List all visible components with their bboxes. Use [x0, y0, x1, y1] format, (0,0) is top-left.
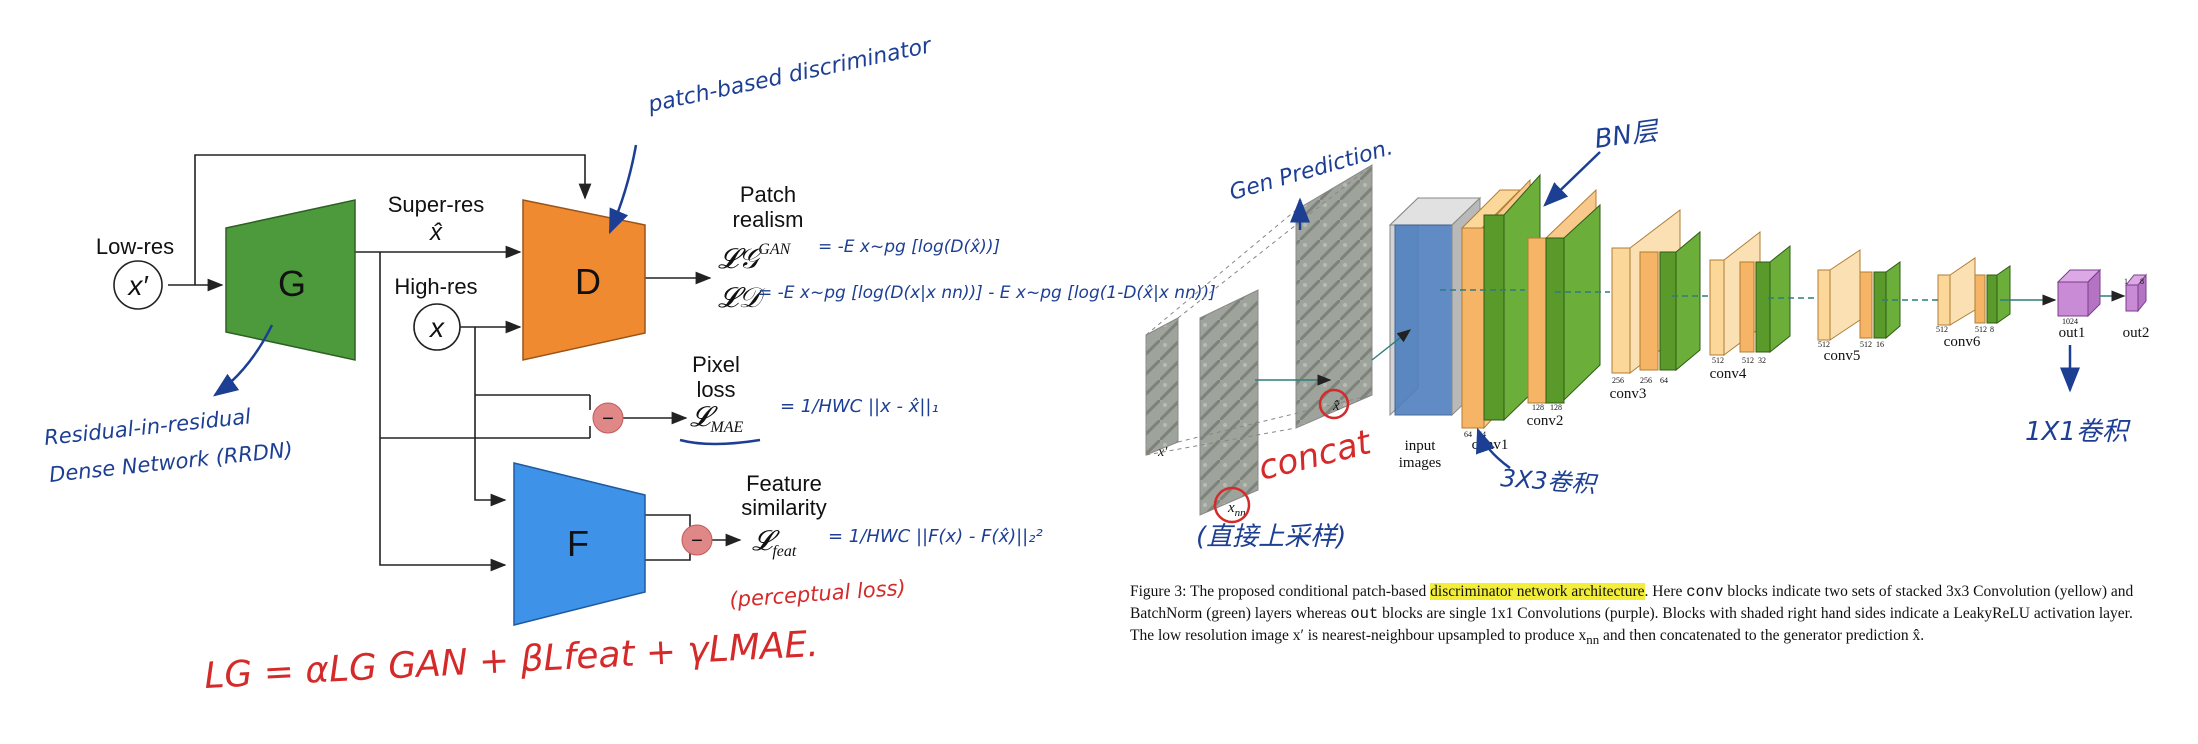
channel-label: 32: [1758, 356, 1766, 365]
generator-label: G: [278, 263, 306, 304]
x-hat-label: x̂: [1332, 398, 1340, 414]
super-res-label: Super-res: [388, 192, 485, 217]
conv5-block: [1817, 249, 1901, 341]
input-image-stack: x′ xnn x̂: [1145, 164, 1373, 519]
out1-label: out1: [2059, 325, 2086, 341]
patch-realism-line1: Patch: [740, 182, 796, 207]
stack-guides: [1145, 164, 1373, 456]
pixel-minus-sign: −: [602, 408, 614, 430]
conv3x3-note: 3X3卷积: [1500, 464, 1600, 499]
bn-layer-note: BN层: [1593, 116, 1663, 155]
left-diagram: x′ Low-res G Super-res x̂ High-res x D F…: [96, 154, 827, 626]
patch-realism-line2: realism: [733, 207, 804, 232]
x-hat-circle: [1318, 388, 1350, 420]
low-res-node: [113, 260, 163, 310]
feature-similarity-line2: similarity: [741, 495, 827, 520]
conv1x1-note: 1X1卷积: [2025, 417, 2131, 447]
d-formula-note: = -E x~pg [log(D(x|x nn))] - E x~pg [log…: [758, 283, 1216, 303]
loss-mae-symbol: 𝓛MAE: [690, 402, 743, 436]
rrdn-note-line1: Residual-in-residual: [43, 404, 252, 450]
conv6-block: [1937, 257, 2011, 326]
generator-prediction-image: [1295, 164, 1373, 429]
channel-label: 512: [1975, 325, 1987, 334]
channel-label: 64: [1464, 430, 1472, 439]
patch-based-discriminator-note: patch-based discriminator: [645, 33, 935, 118]
patch-disc-arrow: [608, 144, 638, 235]
bn-layer-arrow: [1543, 151, 1601, 207]
channel-label: 512: [1936, 325, 1948, 334]
conv6-label: conv6: [1944, 334, 1981, 350]
out2-label: out2: [2123, 325, 2150, 341]
feat-formula-note: = 1/HWC ||F(x) - F(x̂)||₂²: [828, 526, 1043, 547]
rrdn-arrow: [212, 324, 274, 397]
high-res-symbol: x: [428, 312, 445, 343]
feature-block: [513, 462, 646, 626]
loss-g-gan-symbol: 𝓛𝒢GAN: [718, 241, 792, 275]
discriminator-block: [522, 199, 646, 361]
upsample-note: (直接上采样): [1196, 522, 1346, 552]
handwritten-annotations-left: patch-based discriminator Residual-in-re…: [43, 33, 1216, 697]
right-diagram: x′ xnn x̂ input images: [1145, 164, 2150, 519]
channel-label: 256: [1612, 376, 1624, 385]
discriminator-label: D: [575, 261, 601, 302]
gan-formula-note: = -E x~pg [log(D(x̂))]: [818, 237, 1000, 257]
feature-similarity-line1: Feature: [746, 471, 822, 496]
conv5-label: conv5: [1824, 348, 1861, 364]
input-images-line2: images: [1399, 455, 1442, 471]
conv1-block: [1460, 173, 1541, 430]
mae-underline: [679, 438, 761, 446]
conv3x3-arrow: [1476, 427, 1511, 470]
high-res-node: [413, 303, 461, 351]
figure-caption: Figure 3: The proposed conditional patch…: [1130, 583, 2134, 648]
conv4-label: conv4: [1710, 366, 1747, 382]
channel-label: 512: [1860, 340, 1872, 349]
caption-highlight: discriminator network architecture: [1430, 583, 1645, 600]
out2-block: [2124, 273, 2148, 313]
pixel-loss-line2: loss: [696, 377, 735, 402]
channel-label: 8: [2140, 277, 2144, 286]
x-nn-label: xnn: [1227, 500, 1246, 519]
total-loss-note: LG = αLG GAN + βLfeat + γLMAE.: [203, 624, 819, 697]
channel-label: 512: [1742, 356, 1754, 365]
channel-label: 1024: [2062, 317, 2078, 326]
mae-formula-note: = 1/HWC ||x - x̂||₁: [780, 396, 939, 417]
channel-label: 1: [2124, 277, 2128, 286]
channel-label: 8: [1990, 325, 1994, 334]
channel-label: 16: [1876, 340, 1884, 349]
input-images-line1: input: [1405, 438, 1437, 454]
conv3-label: conv3: [1610, 386, 1647, 402]
channel-label: 128: [1550, 403, 1562, 412]
low-res-label: Low-res: [96, 234, 174, 259]
conv3-block: [1611, 208, 1701, 375]
channel-label: 64: [1660, 376, 1668, 385]
pixel-diff-node: [592, 402, 624, 434]
perceptual-loss-note: (perceptual loss): [729, 576, 907, 612]
x-nn-circle: [1213, 486, 1251, 524]
conv4-block: [1709, 230, 1791, 356]
super-res-symbol: x̂: [429, 219, 443, 246]
channel-label: 512: [1712, 356, 1724, 365]
loss-feat-symbol: 𝓛feat: [752, 526, 797, 560]
feature-diff-node: [681, 524, 713, 556]
conv2-block: [1527, 188, 1601, 405]
channel-label: 512: [1818, 340, 1830, 349]
low-res-symbol: x′: [126, 270, 149, 301]
pixel-loss-line1: Pixel: [692, 352, 740, 377]
loss-d-symbol: 𝓛𝒟: [718, 283, 765, 314]
channel-label: 128: [1532, 403, 1544, 412]
generator-block: [225, 199, 356, 361]
out1-block: [2056, 268, 2102, 318]
low-res-image: [1145, 317, 1179, 456]
connection-lines: [168, 154, 742, 572]
upsampled-image: [1199, 289, 1259, 516]
channel-label: 256: [1640, 376, 1652, 385]
flow-arrows: [1255, 289, 2126, 386]
conv2-label: conv2: [1527, 413, 1564, 429]
high-res-label: High-res: [394, 274, 477, 299]
feature-label: F: [567, 523, 589, 564]
feature-minus-sign: −: [691, 530, 703, 552]
